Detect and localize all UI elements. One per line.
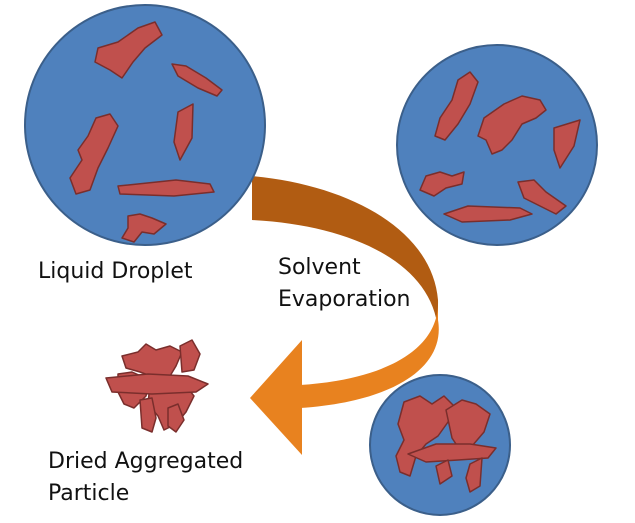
aggregate-piece bbox=[171, 63, 223, 97]
liquid-droplet-large bbox=[24, 4, 266, 246]
solvent-label-line1: Solvent bbox=[278, 255, 361, 280]
dried-label-line2: Particle bbox=[48, 481, 130, 506]
aggregate-piece bbox=[517, 179, 567, 215]
aggregate-piece bbox=[179, 339, 201, 373]
aggregate-piece bbox=[139, 397, 157, 433]
solvent-evaporation-label: Solvent Evaporation bbox=[278, 252, 411, 316]
aggregate-piece bbox=[419, 171, 465, 197]
aggregate-piece bbox=[443, 205, 533, 223]
aggregate-piece bbox=[105, 373, 209, 395]
aggregate-piece bbox=[173, 103, 194, 161]
aggregate-piece bbox=[553, 119, 581, 169]
aggregate-piece bbox=[117, 179, 215, 197]
aggregate-piece bbox=[121, 213, 167, 243]
liquid-droplet-medium bbox=[396, 44, 598, 246]
aggregate-piece bbox=[167, 403, 185, 433]
aggregate-piece bbox=[69, 113, 119, 195]
aggregate-piece bbox=[445, 399, 491, 451]
aggregate-piece bbox=[407, 443, 497, 463]
arrow-head bbox=[250, 340, 302, 455]
aggregate-piece bbox=[94, 21, 163, 79]
liquid-droplet-label: Liquid Droplet bbox=[38, 259, 193, 284]
dried-label-line1: Dried Aggregated bbox=[48, 449, 244, 474]
aggregate-piece bbox=[435, 459, 453, 485]
aggregate-piece bbox=[434, 71, 479, 141]
aggregate-piece bbox=[395, 395, 455, 477]
solvent-label-line2: Evaporation bbox=[278, 287, 411, 312]
liquid-droplet-small bbox=[369, 374, 511, 516]
arrow-front-band bbox=[300, 300, 439, 408]
aggregate-piece bbox=[465, 457, 483, 493]
dried-aggregated-particle bbox=[105, 339, 209, 433]
dried-particle-label: Dried Aggregated Particle bbox=[48, 446, 243, 510]
evaporation-arrow bbox=[250, 176, 439, 455]
arrow-back-band bbox=[252, 176, 438, 330]
aggregate-piece bbox=[121, 343, 183, 379]
aggregate-piece bbox=[477, 95, 547, 155]
